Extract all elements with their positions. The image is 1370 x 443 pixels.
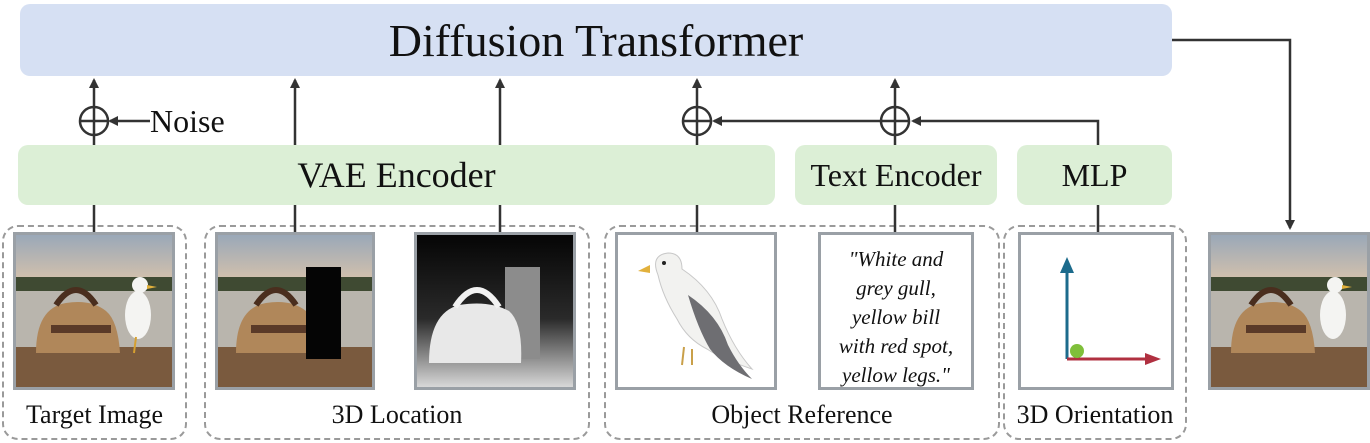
diffusion-transformer-block: Diffusion Transformer [20, 4, 1172, 76]
group-object-reference [604, 225, 1000, 440]
depth-image-scene [417, 235, 573, 387]
depth-image [414, 232, 576, 390]
noise-label: Noise [150, 103, 225, 139]
vae-encoder-label: VAE Encoder [297, 155, 496, 195]
text-prompt-line: with red spot, [838, 334, 954, 358]
vae-encoder-block: VAE Encoder [18, 145, 775, 205]
output-image [1208, 232, 1370, 390]
text-prompt: "White and grey gull, yellow bill with r… [821, 245, 971, 387]
arrow-mlp-to-text-add [911, 116, 1100, 145]
text-encoder-label: Text Encoder [810, 156, 982, 193]
caption-object-reference: Object Reference [711, 400, 893, 429]
text-prompt-line: grey gull, [856, 276, 936, 300]
location-image-scene [218, 235, 372, 387]
caption-target-image: Target Image [25, 400, 164, 429]
mlp-block: MLP [1017, 145, 1172, 205]
mlp-label: MLP [1061, 156, 1128, 193]
group-3d-orientation [1003, 225, 1187, 440]
object-reference-image [615, 232, 777, 390]
text-prompt-card: "White and grey gull, yellow bill with r… [818, 232, 974, 390]
location-image [215, 232, 375, 390]
orientation-axes [1060, 257, 1161, 365]
diffusion-transformer-label: Diffusion Transformer [388, 14, 804, 66]
gull-scene [618, 235, 774, 387]
target-image-scene [16, 235, 172, 387]
text-encoder-block: Text Encoder [795, 145, 997, 205]
text-prompt-line: "White and [848, 247, 944, 271]
text-prompt-line: yellow bill [851, 305, 941, 329]
add-symbol-reference [681, 105, 713, 137]
add-symbol-text [879, 105, 911, 137]
orientation-image [1018, 232, 1174, 390]
caption-3d-orientation: 3D Orientation [1016, 400, 1174, 429]
text-prompt-line: yellow legs." [842, 363, 950, 387]
group-3d-location [204, 225, 590, 440]
target-image [13, 232, 175, 390]
arrow-dit-to-output [1172, 38, 1295, 230]
output-image-scene [1211, 235, 1367, 387]
caption-3d-location: 3D Location [331, 400, 463, 429]
add-symbol-noise [78, 105, 110, 137]
